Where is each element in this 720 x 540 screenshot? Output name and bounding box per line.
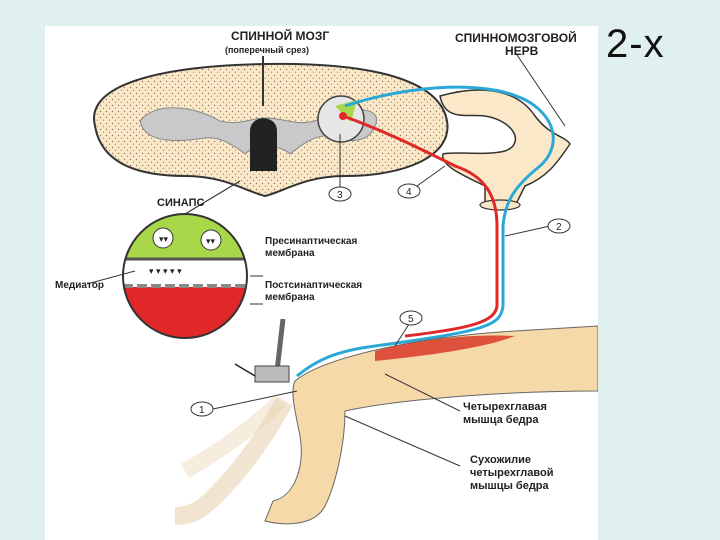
nerve-label: СПИННОМОЗГОВОЙ	[455, 30, 577, 45]
svg-text:3: 3	[337, 190, 343, 201]
marker-4: 4	[397, 183, 421, 199]
sensory-fiber	[296, 85, 555, 378]
svg-text:1: 1	[199, 405, 205, 416]
postsynaptic-label: Постсинаптическая	[265, 280, 362, 291]
svg-text:5: 5	[408, 314, 414, 325]
spinal-cord-subtitle: (поперечный срез)	[225, 45, 309, 55]
svg-text:▾▾: ▾▾	[159, 234, 169, 244]
reflex-arc-diagram: ▾▾ ▾▾ ▾ ▾ ▾ ▾ ▾ 1 2	[45, 26, 598, 540]
synapse-detail: ▾▾ ▾▾ ▾ ▾ ▾ ▾ ▾	[122, 213, 248, 339]
presynaptic-label: Пресинаптическая	[265, 236, 357, 247]
reflex-hammer	[234, 318, 290, 383]
svg-text:▾▾: ▾▾	[206, 236, 216, 246]
leg-illustration	[174, 325, 598, 525]
marker-5: 5	[399, 310, 423, 326]
svg-text:2: 2	[556, 222, 562, 233]
marker-2: 2	[547, 218, 571, 234]
synapse-label: СИНАПС	[157, 197, 204, 209]
quadriceps-label-line2: мышца бедра	[463, 414, 539, 426]
marker-3: 3	[328, 186, 352, 202]
mediator-label: Медиатор	[55, 280, 104, 291]
quadriceps-muscle	[375, 335, 515, 361]
svg-text:▾ ▾ ▾ ▾ ▾: ▾ ▾ ▾ ▾ ▾	[149, 266, 182, 276]
spinal-cord-title: СПИННОЙ МОЗГ	[231, 28, 329, 43]
tendon-label-line2: четырехглавой	[470, 467, 553, 479]
nerve-label-line2: НЕРВ	[505, 44, 539, 58]
tendon-label: Сухожилие	[470, 454, 531, 466]
postsynaptic-label-line2: мембрана	[265, 291, 315, 303]
motor-fiber	[342, 114, 499, 338]
marker-1: 1	[190, 401, 214, 417]
svg-text:4: 4	[406, 187, 412, 198]
presynaptic-label-line2: мембрана	[265, 247, 315, 259]
slide-title: 2-х	[606, 22, 665, 66]
tendon-label-line3: мышцы бедра	[470, 480, 550, 492]
quadriceps-label: Четырехглавая	[463, 401, 547, 413]
